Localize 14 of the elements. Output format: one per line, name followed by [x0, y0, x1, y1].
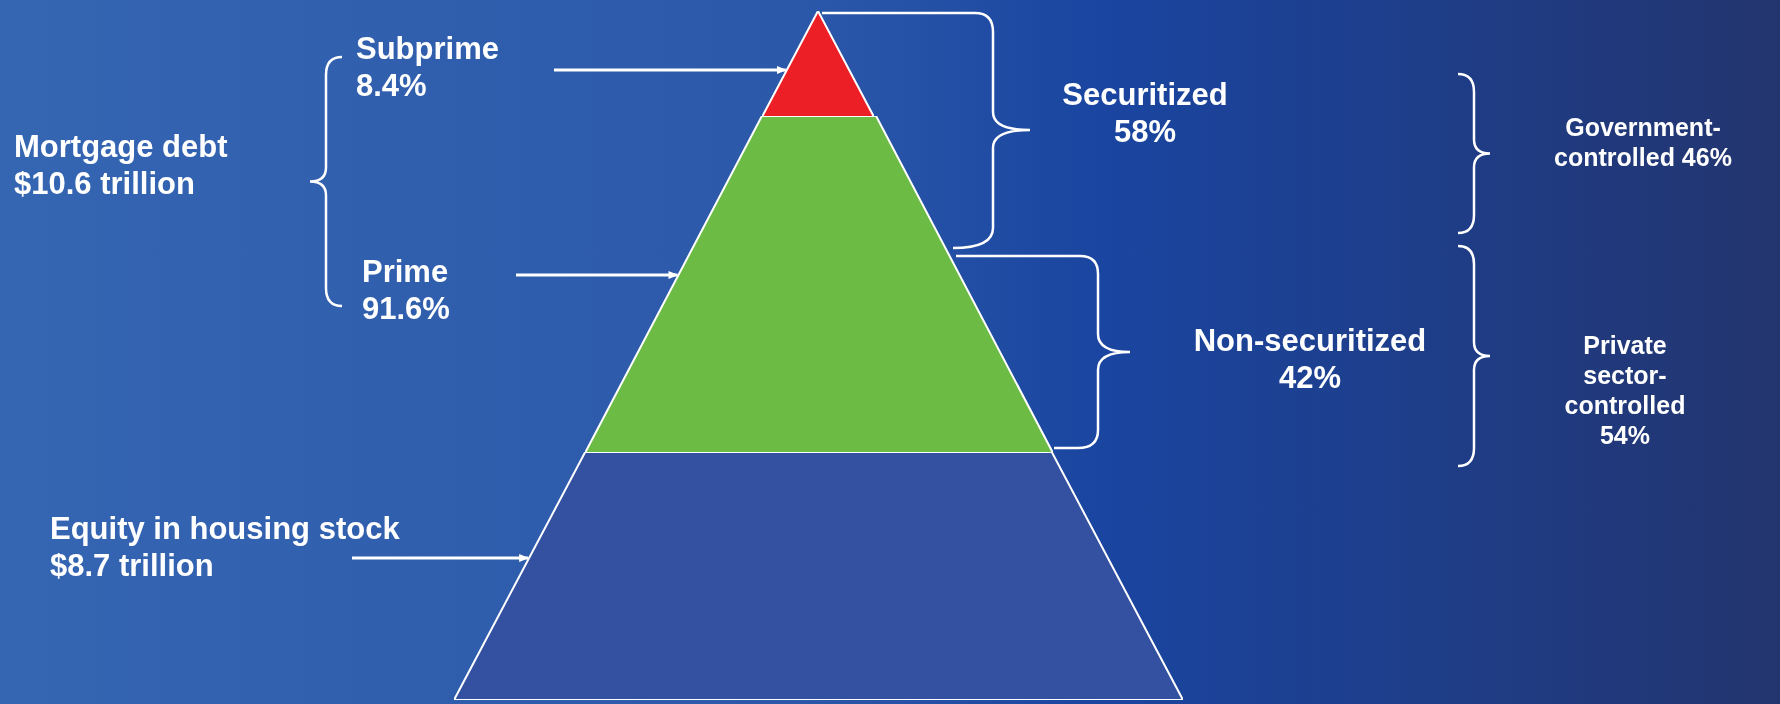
pyramid-top-segment: [762, 11, 874, 117]
bracket-label: Securitized 58%: [1061, 76, 1229, 150]
bracket-label: Non-securitized 42%: [1192, 322, 1428, 396]
segment-label: Prime 91.6%: [362, 253, 522, 327]
segment-label: Subprime 8.4%: [356, 30, 556, 104]
arrow: [352, 554, 530, 562]
arrow: [554, 66, 787, 74]
bracket-label: Mortgage debt $10.6 trillion: [14, 128, 229, 202]
arrow: [516, 271, 679, 279]
pyramid-segment: [585, 116, 1053, 453]
segment-label: Equity in housing stock $8.7 trillion: [50, 510, 460, 584]
pyramid-segment: [454, 452, 1183, 700]
bracket-label: Government-controlled 46%: [1553, 112, 1733, 172]
bracket-label: Private sector-controlled 54%: [1563, 330, 1687, 450]
